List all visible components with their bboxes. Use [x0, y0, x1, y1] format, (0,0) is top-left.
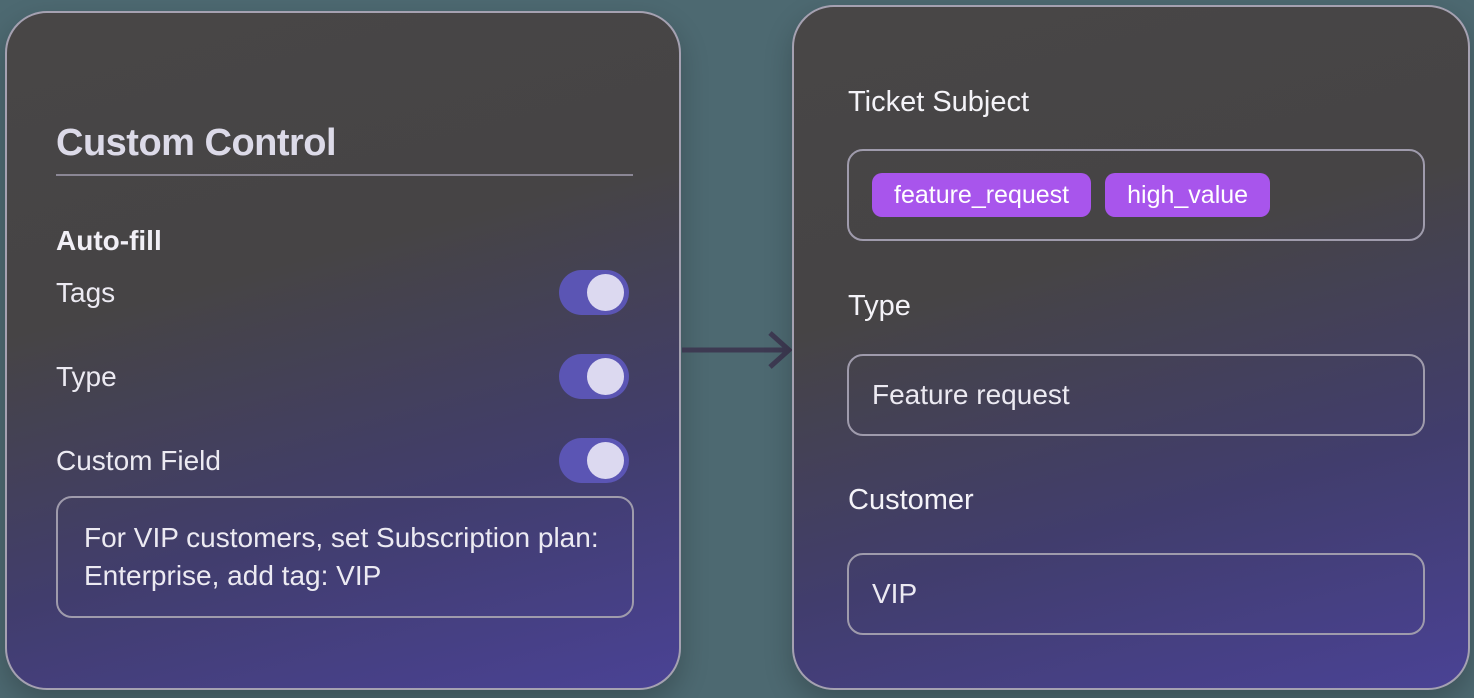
- customer-field-label: Customer: [848, 484, 974, 516]
- custom-control-card: Custom Control Auto-fill Tags Type Custo…: [5, 11, 681, 690]
- custom-field-toggle[interactable]: [559, 438, 629, 483]
- card-title: Custom Control: [56, 122, 337, 165]
- ticket-result-card: Ticket Subject feature_request high_valu…: [792, 5, 1470, 690]
- custom-field-input[interactable]: For VIP customers, set Subscription plan…: [56, 496, 634, 618]
- arrow-right-icon: [682, 331, 793, 369]
- ticket-subject-label: Ticket Subject: [848, 86, 1030, 118]
- ticket-subject-field[interactable]: feature_request high_value: [847, 149, 1425, 241]
- divider: [56, 174, 633, 176]
- type-toggle[interactable]: [559, 354, 629, 399]
- tag-chip-high-value[interactable]: high_value: [1105, 173, 1271, 217]
- autofill-section-heading: Auto-fill: [56, 225, 162, 257]
- toggle-knob: [587, 274, 624, 311]
- toggle-knob: [587, 358, 624, 395]
- custom-field-text: For VIP customers, set Subscription plan…: [84, 522, 599, 591]
- tag-chip-feature-request[interactable]: feature_request: [872, 173, 1092, 217]
- type-field[interactable]: Feature request: [847, 354, 1425, 436]
- type-toggle-label: Type: [56, 361, 117, 392]
- type-field-value: Feature request: [872, 379, 1070, 410]
- tags-toggle[interactable]: [559, 270, 629, 315]
- customer-field[interactable]: VIP: [847, 553, 1425, 635]
- customer-field-value: VIP: [872, 578, 918, 609]
- custom-field-toggle-label: Custom Field: [56, 445, 221, 476]
- tags-toggle-label: Tags: [56, 277, 116, 308]
- type-field-label: Type: [848, 290, 911, 322]
- toggle-knob: [587, 442, 624, 479]
